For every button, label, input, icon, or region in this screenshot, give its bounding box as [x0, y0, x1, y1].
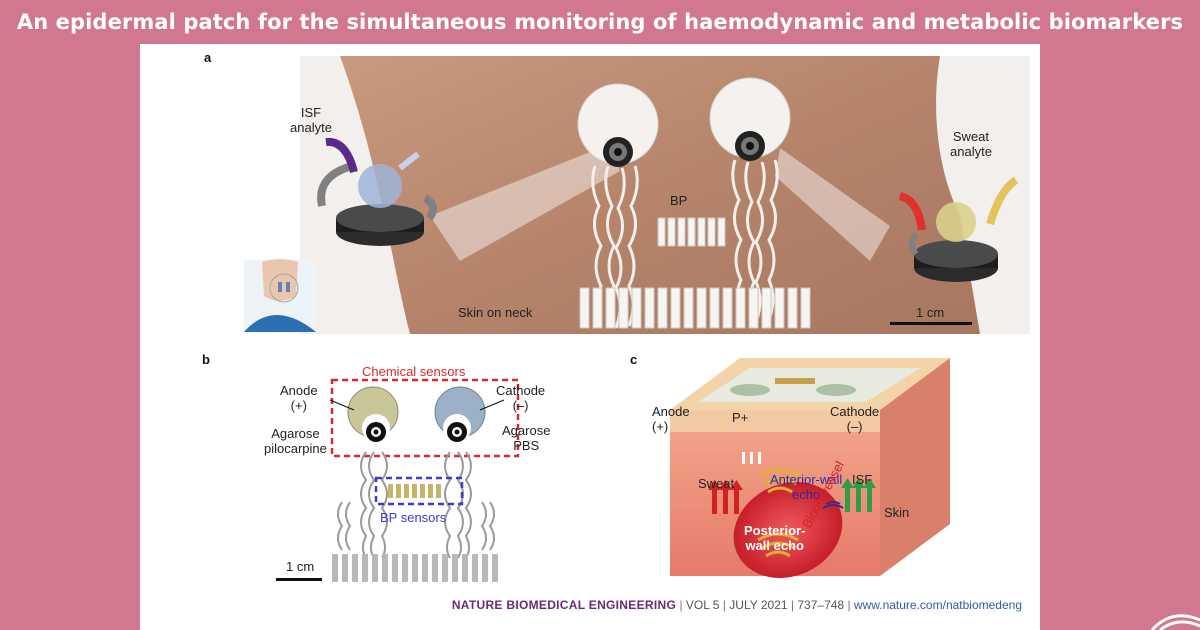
light-cone-left — [430, 144, 620, 261]
bp-sensors-box — [374, 476, 464, 506]
cathode-electrode — [434, 386, 486, 442]
journal-name: NATURE BIOMEDICAL ENGINEERING — [451, 598, 677, 612]
p-plus-arrows — [742, 452, 761, 464]
isf-molecule-icon — [358, 164, 402, 208]
neck-inset-thumbnail — [244, 259, 316, 332]
journal-volume: VOL 5 — [685, 598, 720, 612]
panel-b-scale-label: 1 cm — [286, 559, 315, 574]
light-cone-right — [775, 148, 890, 261]
panel-b-serpentines — [337, 451, 495, 559]
anode-electrode — [347, 386, 399, 442]
journal-date: JULY 2021 — [729, 598, 788, 612]
journal-pages: 737–748 — [797, 598, 845, 612]
electrode-right — [709, 77, 791, 161]
sweat-sensor-puck — [898, 176, 1019, 282]
anterior-echo-waves — [759, 468, 801, 494]
chemical-sensors-box — [330, 378, 520, 458]
figure-page: a — [140, 44, 1040, 630]
journal-url-link[interactable]: www.nature.com/natbiomedeng — [853, 598, 1022, 612]
skin-label: Skin — [884, 505, 910, 520]
panel-b-contact-pads — [332, 554, 498, 582]
sweat-label: Sweat — [698, 476, 735, 491]
panel-a-scale-label: 1 cm — [916, 305, 945, 320]
sweat-analyte-label: Sweat analyte — [950, 129, 992, 159]
panel-c-illustration — [670, 358, 950, 578]
anode-label-c: Anode (+) — [652, 404, 690, 434]
bp-sensor-array — [657, 217, 726, 247]
isf-label: ISF — [852, 472, 873, 487]
bp-label: BP — [670, 193, 688, 208]
panel-a-scale-bar — [890, 322, 972, 325]
footer-separator: | — [722, 598, 726, 612]
cathode-label-b: Cathode (–) — [496, 383, 546, 413]
panel-b-schematic — [276, 378, 520, 582]
neck-skin — [340, 56, 980, 334]
chemical-sensors-label: Chemical sensors — [362, 364, 466, 379]
slide-title: An epidermal patch for the simultaneous … — [16, 10, 1184, 34]
blood-vessel — [733, 482, 843, 578]
posterior-echo-waves — [757, 532, 799, 558]
panel-a-letter: a — [204, 50, 212, 65]
p-plus-label: P+ — [732, 410, 749, 425]
footer-separator: | — [679, 598, 683, 612]
footer-separator: | — [847, 598, 851, 612]
sweat-molecule-icon — [936, 202, 976, 242]
electrode-left — [577, 83, 659, 167]
agarose-pbs-label: Agarose PBS — [502, 423, 551, 453]
isf-analyte-label: ISF analyte — [290, 105, 332, 135]
citation-footer: NATURE BIOMEDICAL ENGINEERING | VOL 5 | … — [0, 598, 1022, 612]
footer-separator: | — [790, 598, 795, 612]
isf-sensor-puck — [317, 137, 438, 246]
bp-sensor-elements — [388, 484, 441, 498]
skin-on-neck-label: Skin on neck — [458, 305, 533, 320]
agarose-pilocarpine-label: Agarose pilocarpine — [264, 426, 327, 456]
sweat-arrows — [708, 480, 743, 514]
contact-pads — [579, 287, 811, 329]
anode-label-b: Anode (+) — [280, 383, 318, 413]
isf-arrows — [841, 478, 876, 512]
panel-b-scale-bar — [276, 578, 322, 581]
cathode-label-c: Cathode (–) — [830, 404, 880, 434]
corner-logo-icon — [1150, 614, 1200, 630]
panel-a-photo — [244, 56, 1030, 334]
panel-c-letter: c — [630, 352, 638, 367]
anterior-wall-echo-label: Anterior-wall echo — [770, 472, 843, 502]
posterior-wall-echo-label: Posterior- wall echo — [744, 523, 806, 553]
panel-b-letter: b — [202, 352, 210, 367]
bp-sensors-label: BP sensors — [380, 510, 447, 525]
